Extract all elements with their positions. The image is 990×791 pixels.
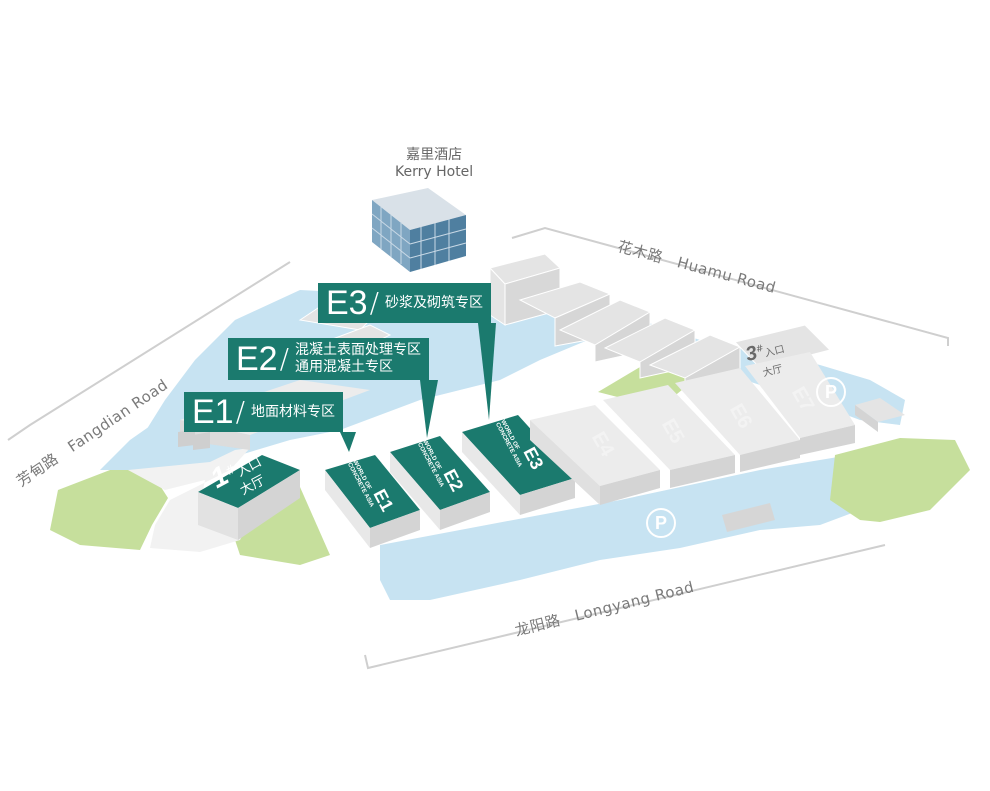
grass-west: [50, 470, 168, 550]
gray-halls: [530, 352, 905, 532]
parking-icon: P: [816, 377, 846, 407]
kerry-hotel-tower: [371, 188, 467, 272]
callout-desc-line: 混凝土表面处理专区: [295, 342, 422, 358]
callout-code: E3: [326, 284, 368, 322]
green-hall-e2: [390, 436, 490, 530]
callout-e2: E2 / 混凝土表面处理专区 通用混凝土专区: [228, 338, 430, 380]
road-line-huamu: [511, 226, 949, 346]
callout-desc-line: 砂浆及砌筑专区: [385, 294, 484, 311]
callout-divider: /: [369, 286, 380, 319]
hotel-label: 嘉里酒店 Kerry Hotel: [395, 147, 473, 181]
parking-icon: P: [646, 508, 676, 538]
callout-desc: 砂浆及砌筑专区: [385, 295, 491, 312]
callout-code: E2: [236, 340, 278, 378]
entrance-1-hall: [198, 455, 300, 540]
road-line-fangdian: [7, 261, 291, 441]
grass-east: [830, 438, 970, 522]
road-line-longyang: [364, 544, 886, 670]
callout-desc: 地面材料专区: [251, 404, 343, 421]
water-lower: [380, 455, 870, 600]
green-hall-e3: [462, 415, 575, 515]
callout-desc: 混凝土表面处理专区 通用混凝土专区: [295, 342, 429, 376]
green-hall-e1: [325, 455, 420, 548]
hotel-name-cn: 嘉里酒店: [406, 147, 463, 163]
callout-e1: E1 / 地面材料专区: [184, 392, 344, 432]
hotel-name-en: Kerry Hotel: [395, 164, 474, 180]
callout-divider: /: [279, 342, 290, 375]
callout-e3: E3 / 砂浆及砌筑专区: [318, 283, 492, 323]
entrance-line1: 入口: [763, 344, 786, 360]
callout-desc-line: 通用混凝土专区: [295, 359, 394, 375]
callout-desc-line: 地面材料专区: [251, 403, 336, 420]
grass-south-west: [235, 487, 330, 565]
water-west: [100, 405, 190, 470]
callout-code: E1: [192, 393, 234, 431]
callout-divider: /: [235, 395, 246, 428]
